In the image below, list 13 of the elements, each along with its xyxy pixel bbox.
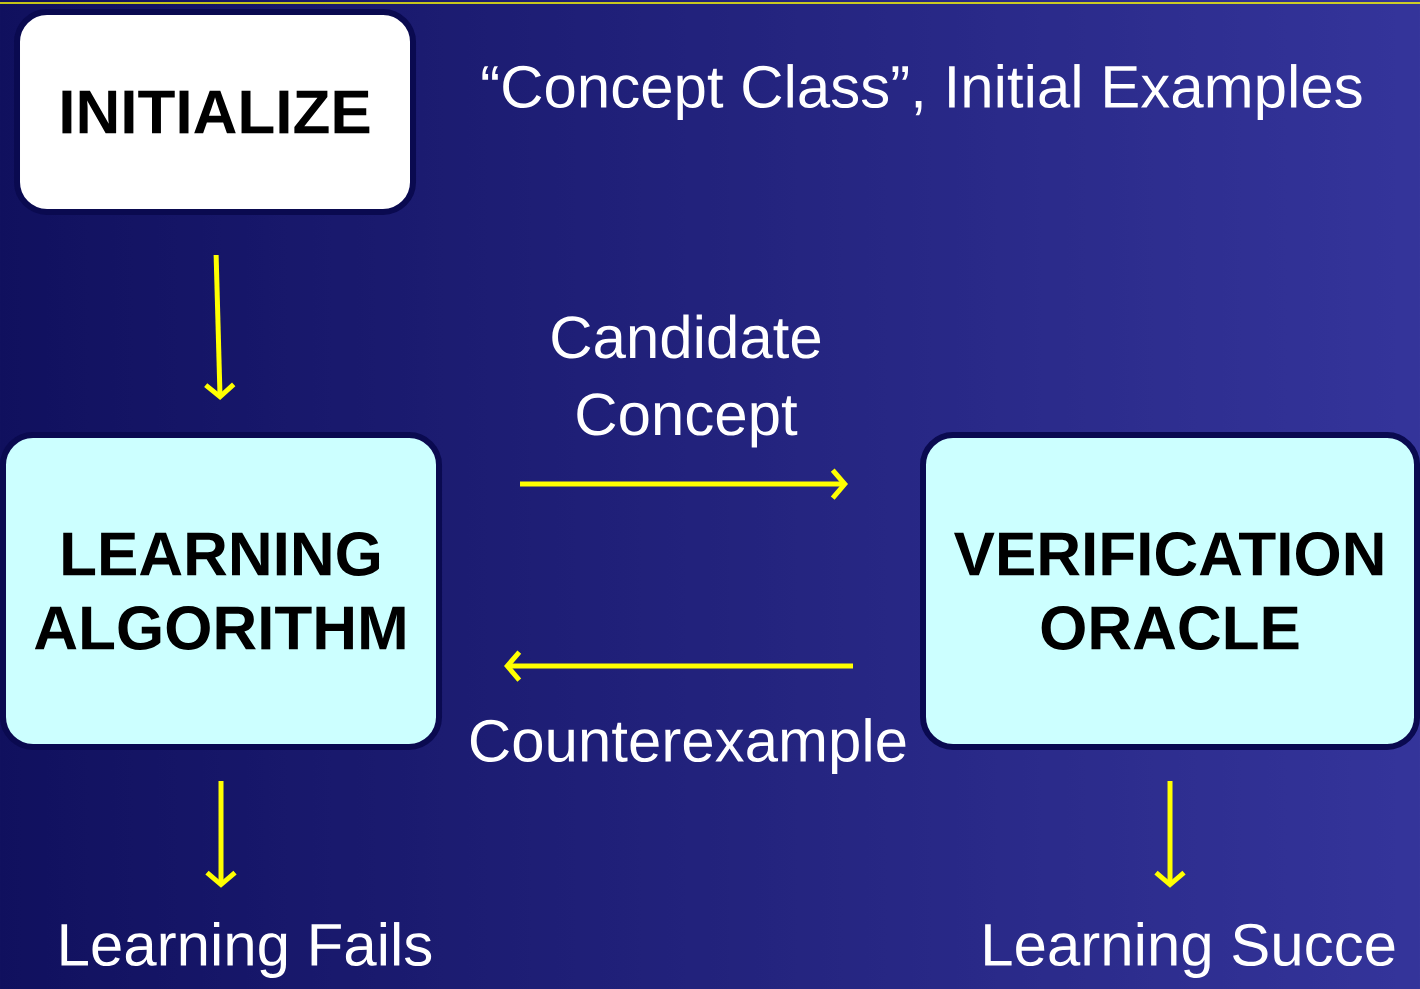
arrow (520, 468, 848, 500)
arrow (205, 781, 237, 888)
process-box: LEARNING ALGORITHM (0, 432, 442, 750)
input-text: “Concept Class”, Initial Examples (482, 64, 1362, 120)
edge-label: Candidate Concept (552, 314, 821, 448)
arrow (504, 650, 853, 682)
process-box: INITIALIZE (14, 9, 416, 215)
arrow (1154, 781, 1186, 888)
outcome-text: Learning Fails (61, 922, 432, 978)
process-box: VERIFICATION ORACLE (920, 432, 1420, 750)
edge-label: Counterexample (470, 718, 906, 774)
arrow (204, 254, 236, 401)
outcome-text: Learning Succe (985, 922, 1395, 978)
